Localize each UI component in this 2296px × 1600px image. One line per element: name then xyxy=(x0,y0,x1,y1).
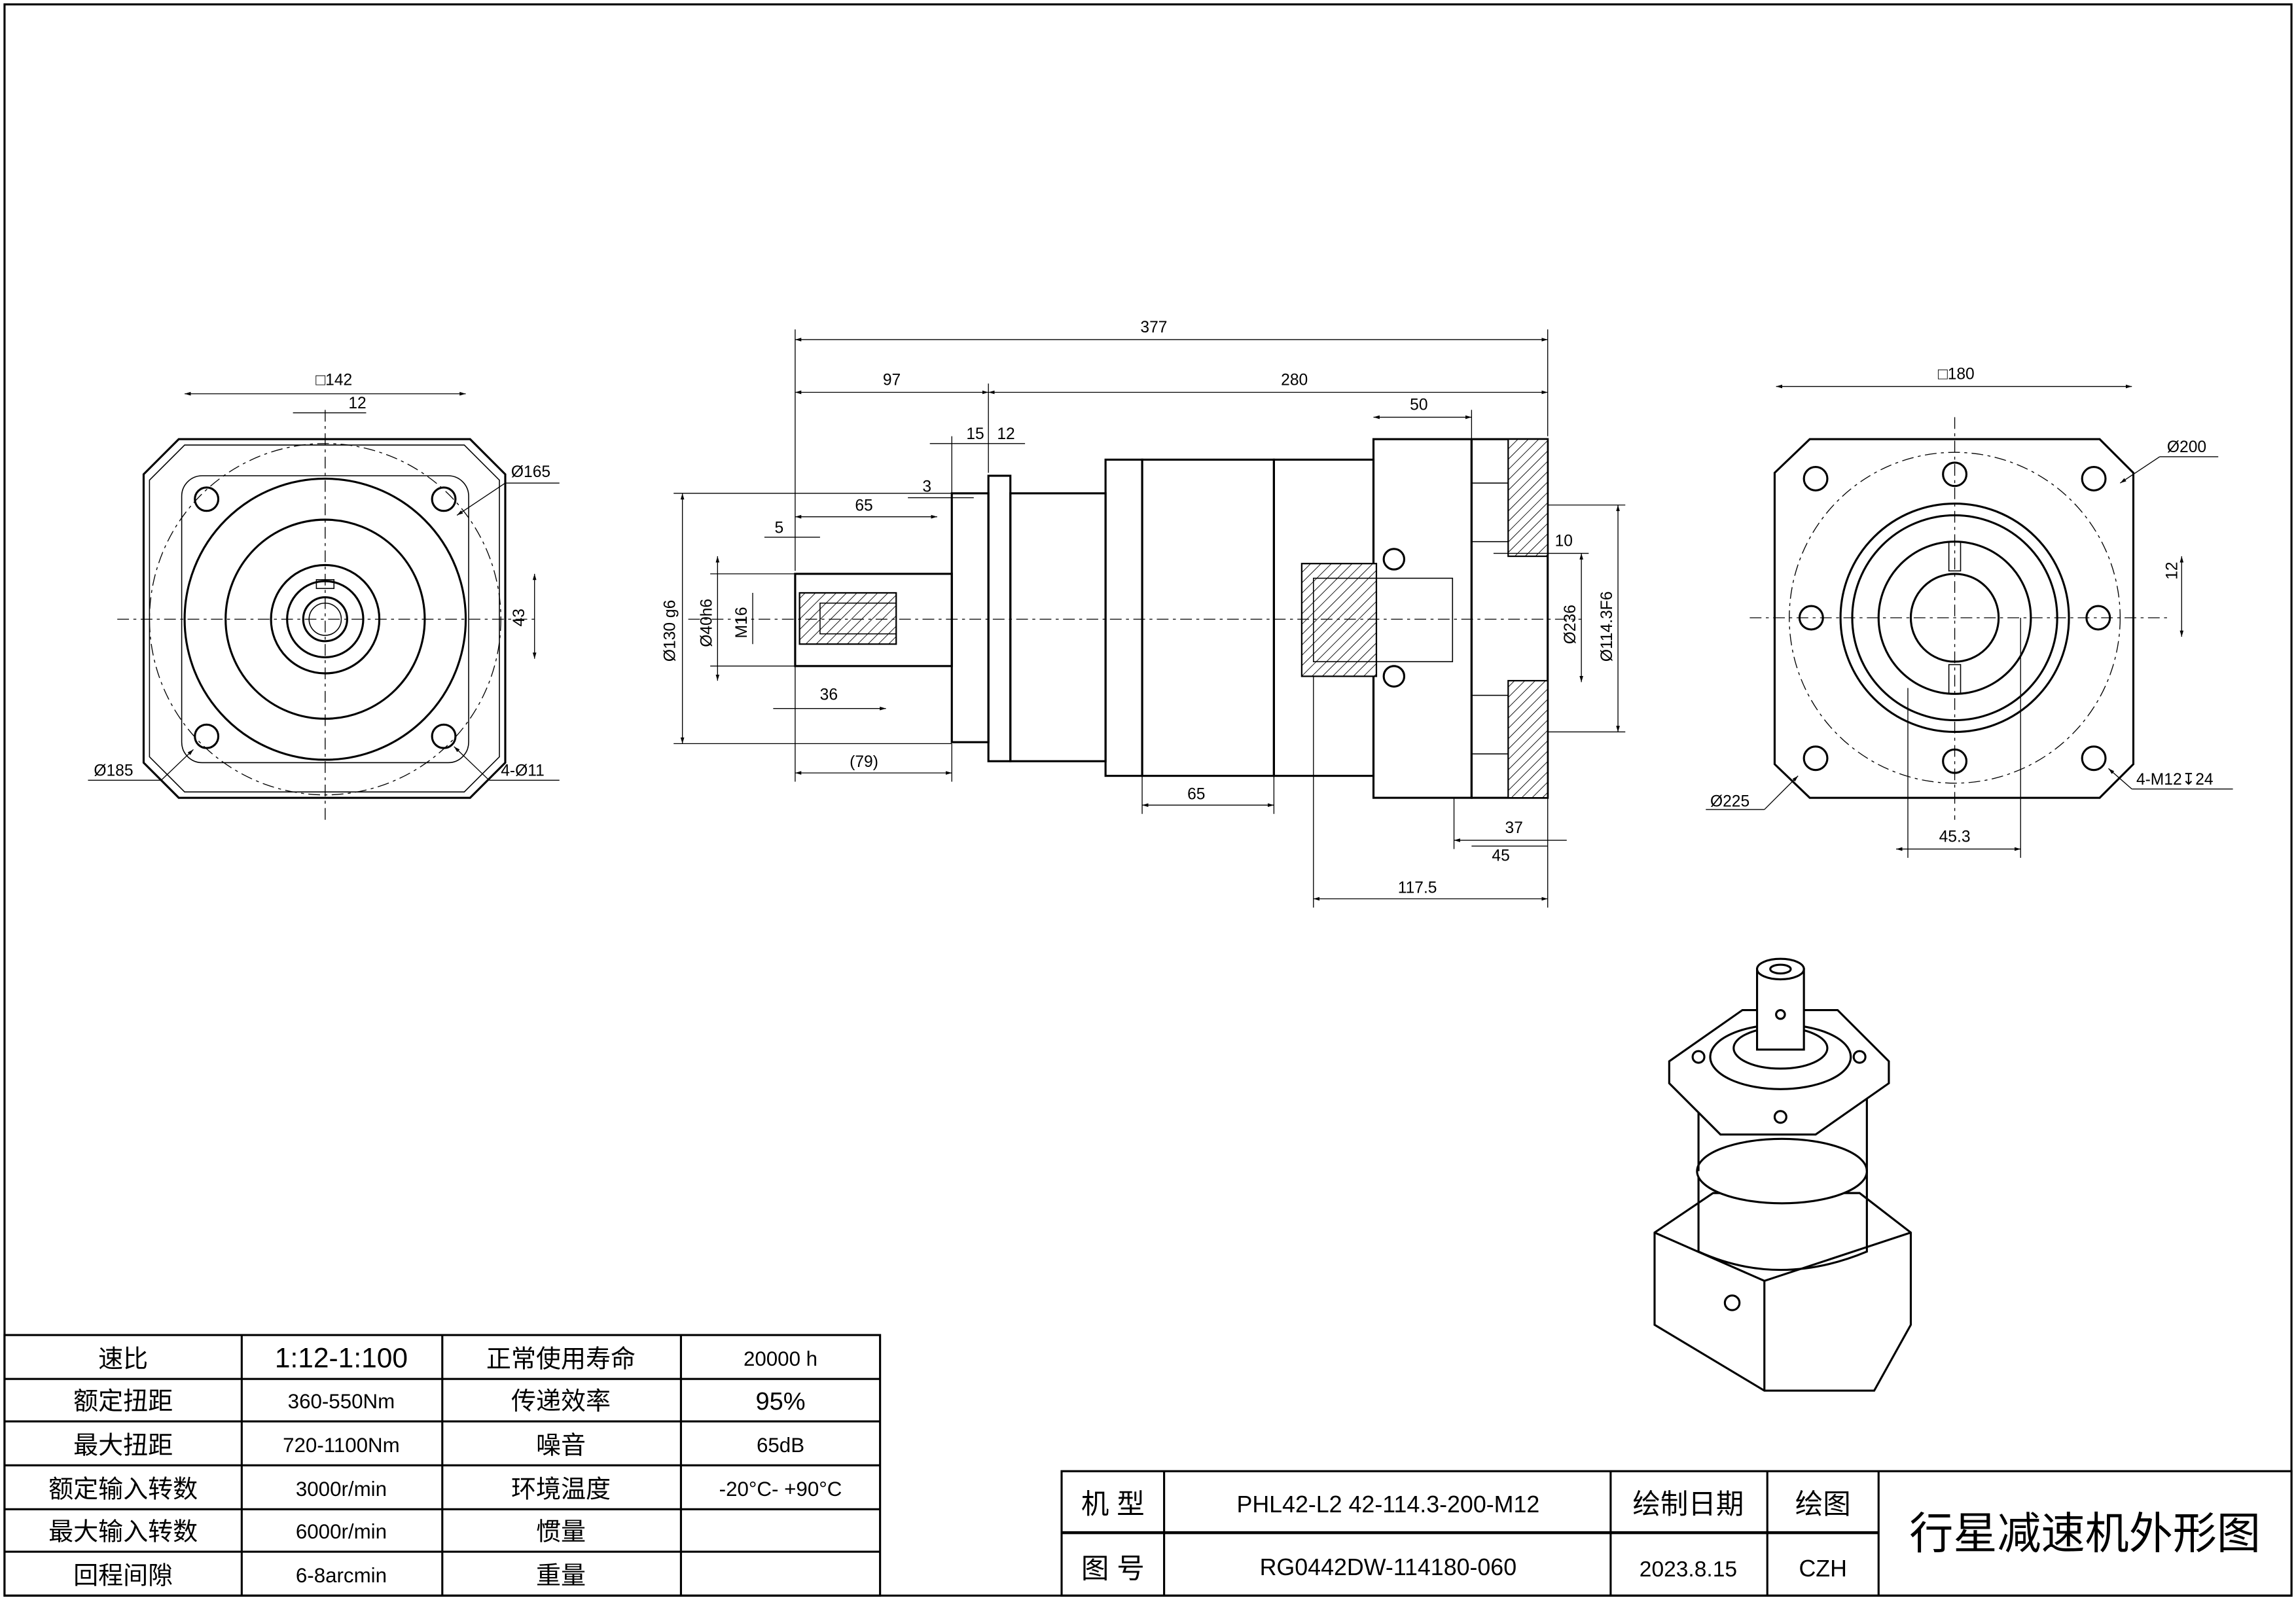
spec-table: 速比 1:12-1:100 正常使用寿命 20000 h 额定扭距 360-55… xyxy=(3,1334,882,1597)
dim-holes-4-11: 4-Ø11 xyxy=(501,762,545,780)
model-value: PHL42-L2 42-114.3-200-M12 xyxy=(1236,1491,1539,1518)
spec-value: 3000r/min xyxy=(296,1478,387,1501)
spec-value: 95% xyxy=(755,1388,805,1415)
drawing-no-label: 图 号 xyxy=(1081,1554,1145,1584)
dim-bolt-circle-200: Ø200 xyxy=(2167,438,2206,456)
dim-pilot-130g6: Ø130 g6 xyxy=(661,600,679,662)
dim-65-shaft: 65 xyxy=(855,497,872,515)
dim-79-ref: (79) xyxy=(850,753,878,771)
dim-height-43: 43 xyxy=(511,609,528,626)
dim-thread-m16: M16 xyxy=(733,607,751,638)
dim-50: 50 xyxy=(1410,396,1427,414)
dim-square-180: □180 xyxy=(1938,365,1975,383)
dim-threads-m12: 4-M12↧24 xyxy=(2136,771,2214,789)
dim-outer-225: Ø225 xyxy=(1710,793,1749,811)
dim-3: 3 xyxy=(922,478,931,496)
dim-10: 10 xyxy=(1555,532,1573,550)
dim-117-5: 117.5 xyxy=(1398,880,1437,897)
spec-label: 额定输入转数 xyxy=(48,1476,198,1503)
spec-label: 重量 xyxy=(536,1562,586,1590)
spec-label: 额定扭距 xyxy=(73,1388,173,1415)
dim-97: 97 xyxy=(883,371,901,389)
dim-12: 12 xyxy=(997,425,1014,443)
spec-value: 6-8arcmin xyxy=(296,1564,387,1587)
dim-outer-185: Ø185 xyxy=(94,762,133,780)
dim-15: 15 xyxy=(966,425,984,443)
dim-45-3: 45.3 xyxy=(1939,828,1971,845)
spec-value: 360-550Nm xyxy=(288,1390,395,1413)
dim-keyway-12: 12 xyxy=(2164,561,2181,579)
spec-value: 720-1100Nm xyxy=(283,1434,400,1457)
spec-value: 1:12-1:100 xyxy=(275,1343,408,1374)
dim-236: Ø236 xyxy=(1562,605,1579,644)
title-block: 机 型 PHL42-L2 42-114.3-200-M12 绘制日期 绘图 图 … xyxy=(1060,1470,2293,1597)
drawer-value: CZH xyxy=(1799,1556,1847,1582)
spec-label: 惯量 xyxy=(536,1518,586,1546)
spec-label: 最大扭距 xyxy=(73,1432,173,1459)
side-section-view: 377 97 280 50 15 12 3 65 5 Ø130 g6 Ø40h6… xyxy=(661,319,1626,908)
dim-key-12: 12 xyxy=(348,395,366,412)
spec-label: 噪音 xyxy=(536,1432,586,1459)
spec-label: 最大输入转数 xyxy=(48,1518,198,1546)
spec-value: -20°C- +90°C xyxy=(719,1478,842,1501)
dim-shaft-40h6: Ø40h6 xyxy=(698,599,715,647)
dim-114-3f6: Ø114.3F6 xyxy=(1598,592,1616,662)
drawer-label: 绘图 xyxy=(1795,1489,1851,1520)
spec-value: 6000r/min xyxy=(296,1520,387,1543)
date-label: 绘制日期 xyxy=(1632,1489,1744,1520)
dim-37: 37 xyxy=(1505,819,1523,837)
dim-65-body: 65 xyxy=(1187,785,1205,803)
drawing-no-value: RG0442DW-114180-060 xyxy=(1260,1554,1517,1580)
input-end-view: □180 Ø200 12 Ø225 4-M12↧24 45.3 xyxy=(1706,365,2233,858)
spec-value: 20000 h xyxy=(744,1347,817,1370)
spec-label: 正常使用寿命 xyxy=(486,1345,636,1373)
dim-square-142: □142 xyxy=(315,371,352,389)
spec-label: 回程间隙 xyxy=(73,1562,173,1590)
spec-label: 环境温度 xyxy=(511,1476,611,1503)
spec-label: 速比 xyxy=(98,1345,148,1373)
output-end-view: □142 12 Ø165 43 Ø185 4-Ø11 xyxy=(88,371,560,820)
model-label: 机 型 xyxy=(1081,1489,1145,1520)
dim-5: 5 xyxy=(774,519,783,537)
dim-45: 45 xyxy=(1492,847,1509,864)
spec-label: 传递效率 xyxy=(511,1388,611,1415)
date-value: 2023.8.15 xyxy=(1640,1557,1737,1582)
drawing-title: 行星减速机外形图 xyxy=(1909,1510,2261,1559)
spec-value: 65dB xyxy=(757,1434,804,1457)
dim-bolt-circle-165: Ø165 xyxy=(511,463,550,481)
isometric-view xyxy=(1653,957,1912,1392)
dim-280: 280 xyxy=(1281,371,1308,389)
dim-36: 36 xyxy=(820,686,838,703)
dim-total-377: 377 xyxy=(1140,319,1167,336)
